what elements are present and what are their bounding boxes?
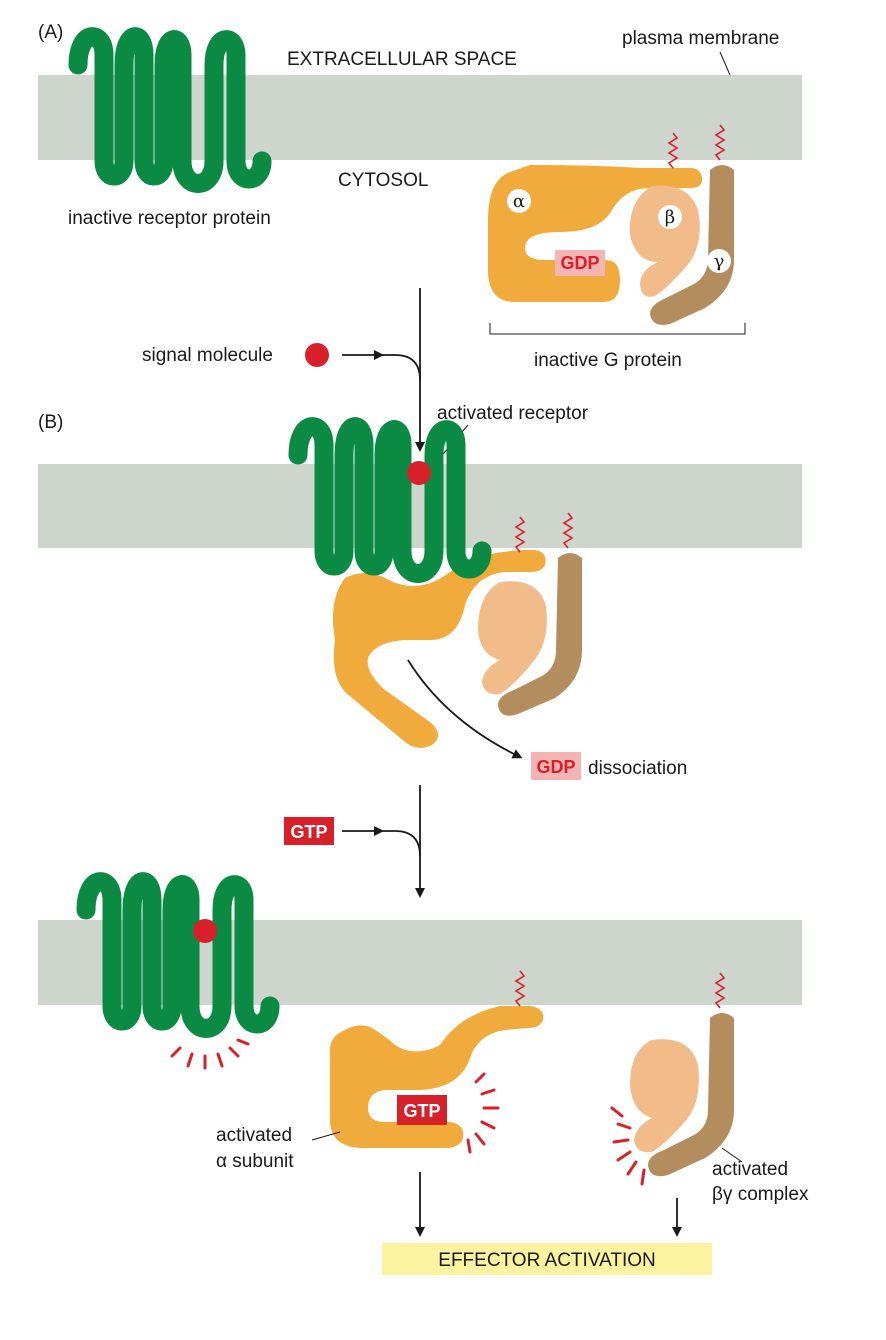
bound-signal-c — [193, 919, 217, 943]
signal-molecule-label: signal molecule — [142, 345, 273, 366]
panel-a-label: (A) — [38, 22, 63, 43]
panel-b-label: (B) — [38, 412, 63, 433]
gamma-symbol: γ — [714, 251, 725, 272]
effector-activation-label: EFFECTOR ACTIVATION — [438, 1250, 655, 1271]
gtp-join-arrow — [342, 830, 421, 857]
beta-subunit-a — [629, 185, 700, 297]
g-protein-bracket — [489, 323, 746, 335]
bg-leader-line — [721, 1147, 743, 1163]
activated-alpha-label-1: activated — [216, 1125, 292, 1146]
alpha-symbol: α — [513, 191, 525, 212]
inactive-g-protein-label: inactive G protein — [534, 350, 682, 371]
gamma-subunit-a — [650, 165, 734, 325]
beta-subunit-b — [478, 581, 547, 695]
dissociation-label: dissociation — [588, 758, 687, 779]
activated-receptor-c — [86, 882, 270, 1029]
activated-receptor-label: activated receptor — [437, 403, 589, 424]
gtp-arrowhead — [374, 826, 384, 836]
gtp-tag-c — [397, 1095, 447, 1125]
gtp-input-tag — [284, 817, 334, 845]
alpha-circle — [507, 189, 531, 213]
activated-receptor-protein — [298, 427, 482, 574]
activated-bg-label-1: activated — [712, 1159, 788, 1180]
activated-alpha-label-2: α subunit — [216, 1151, 294, 1172]
inactive-receptor-label: inactive receptor protein — [68, 208, 271, 229]
gdp-release-arrow — [407, 659, 523, 759]
beta-subunit-c — [630, 1039, 699, 1153]
alpha-activity-burst — [466, 1072, 500, 1154]
plasma-membrane-label: plasma membrane — [622, 28, 779, 49]
membrane-leader-line — [719, 51, 731, 76]
gtp-input-text: GTP — [290, 822, 327, 842]
activated-alpha-subunit — [330, 1006, 544, 1148]
receptor-activity-burst — [170, 1038, 250, 1070]
gdp-tag-b — [531, 752, 581, 780]
alpha-leader-line — [311, 1131, 341, 1141]
activated-bg-label-2: βγ complex — [712, 1184, 809, 1205]
extracellular-space-label: EXTRACELLULAR SPACE — [287, 49, 517, 70]
gamma-circle — [707, 249, 731, 273]
gdp-text-a: GDP — [560, 253, 599, 273]
beta-circle — [658, 205, 682, 229]
gtp-text-c: GTP — [403, 1101, 440, 1121]
beta-symbol: β — [665, 207, 675, 228]
effector-activation-box — [382, 1243, 712, 1275]
alpha-subunit-a — [488, 165, 702, 302]
signal-arrowhead — [374, 350, 384, 360]
signal-molecule-dot — [305, 343, 329, 367]
gdp-tag-a — [555, 250, 605, 276]
gamma-subunit-c — [648, 1013, 734, 1177]
signal-join-arrow — [342, 354, 421, 381]
gdp-text-b: GDP — [536, 757, 575, 777]
gamma-subunit-b — [498, 553, 582, 716]
inactive-g-protein: α β γ GDP — [488, 124, 734, 325]
bg-activity-burst — [610, 1106, 646, 1186]
cytosol-label: CYTOSOL — [338, 170, 428, 191]
bound-signal-b — [407, 461, 431, 485]
alpha-subunit-b — [332, 550, 546, 748]
inactive-receptor-protein — [78, 37, 262, 184]
